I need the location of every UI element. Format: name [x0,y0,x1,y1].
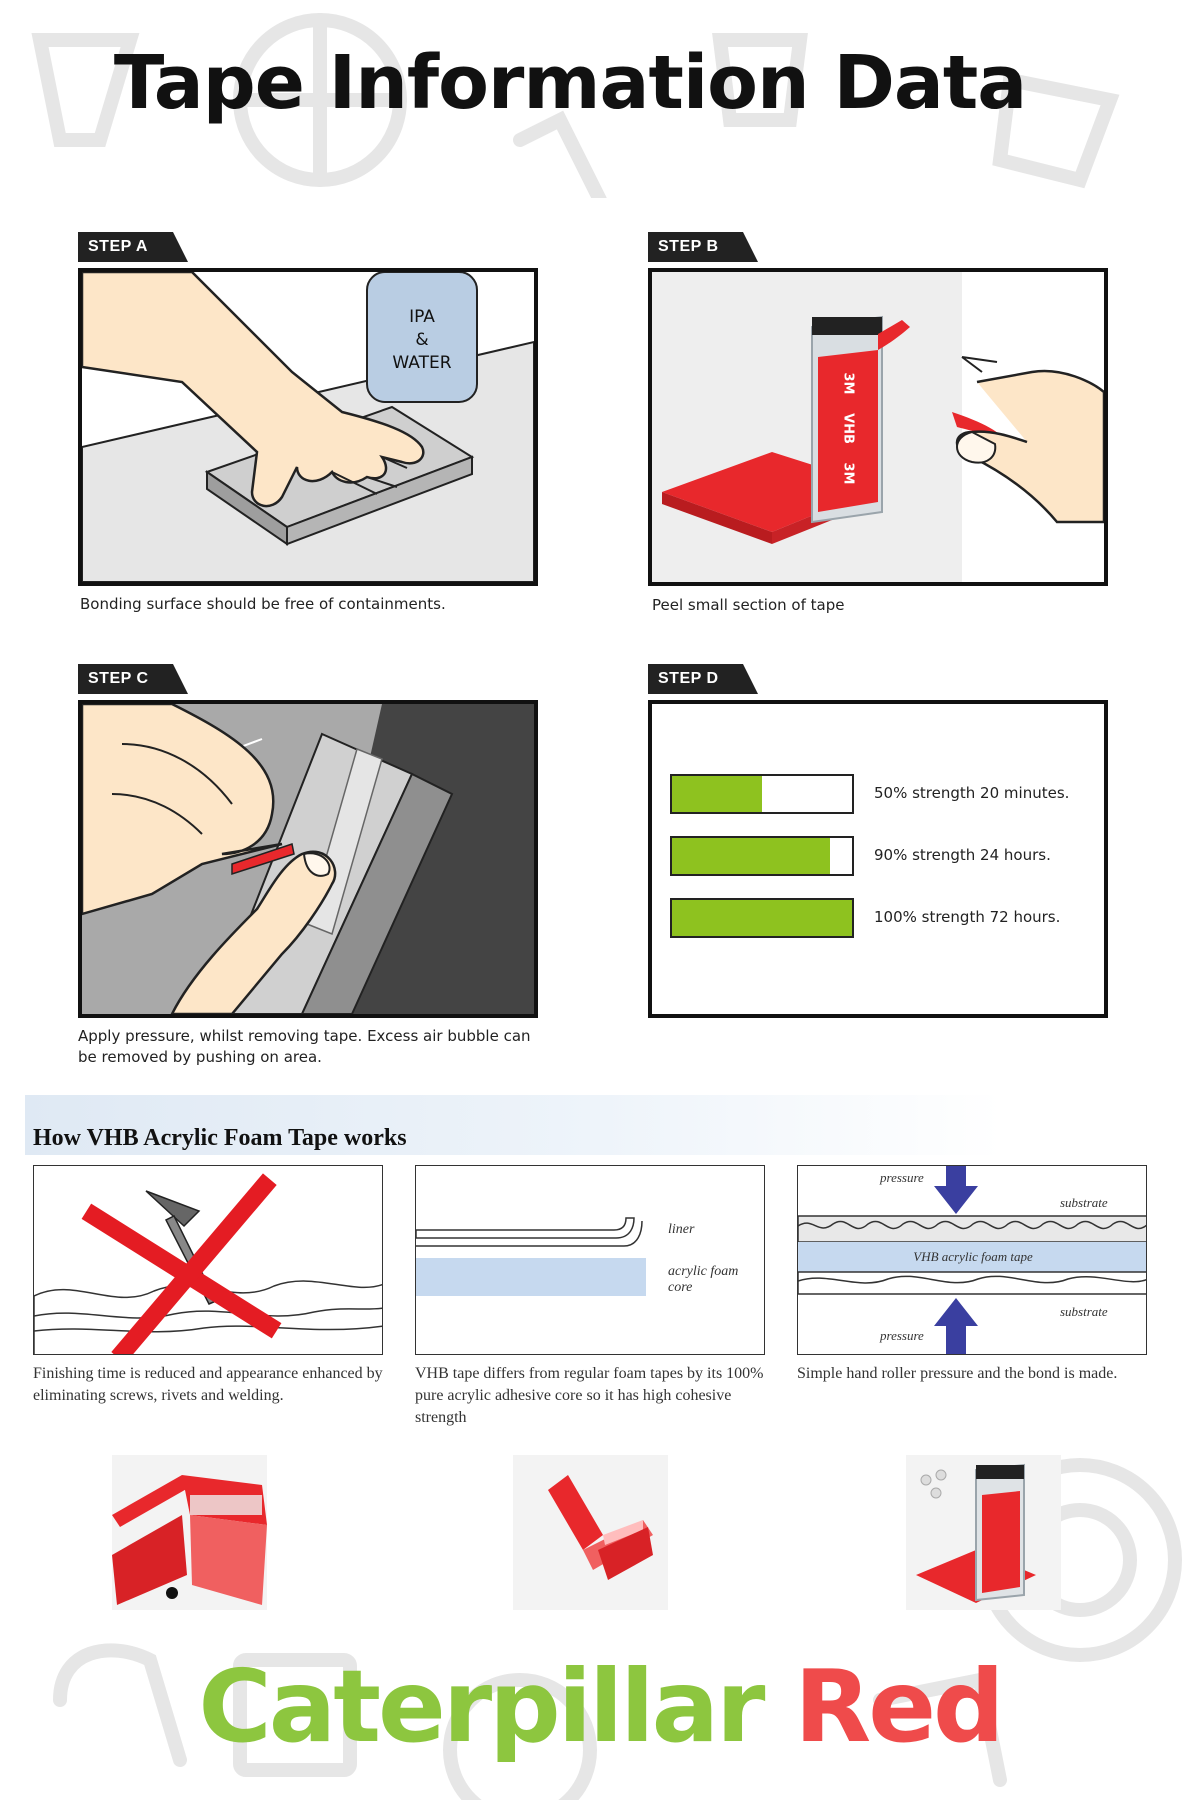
core-label-line-1: acrylic foam [668,1264,739,1279]
liner-label: liner [668,1222,695,1237]
pressure-top-label: pressure [880,1170,924,1185]
core-label-line-2: core [668,1280,693,1295]
step-a-illustration: IPA & WATER [78,268,538,586]
vhb-panel-no-screws [33,1165,383,1355]
step-d-tab [648,664,758,694]
strength-bar-fill-3 [672,900,852,936]
strength-text-2: 90% strength 24 hours. [874,846,1051,864]
substrate-top-label: substrate [1060,1195,1108,1210]
strength-bar-fill-2 [672,838,831,874]
tape-brand-text: 3M VHB 3M [818,372,878,512]
step-a-caption: Bonding surface should be free of contai… [80,595,446,613]
mounted-tape-photo [906,1455,1061,1610]
vhb-caption-1: Finishing time is reduced and appearance… [33,1365,383,1404]
strength-bar-2 [670,836,854,876]
peel-tape-illustration [652,272,1104,582]
strength-bar-3 [670,898,854,938]
vhb-caption-3: Simple hand roller pressure and the bond… [797,1365,1118,1382]
strength-text-1: 50% strength 20 minutes. [874,784,1070,802]
step-a-label: STEP A [88,238,148,255]
product-photo-2 [513,1455,668,1610]
tape-label: VHB acrylic foam tape [913,1249,1033,1264]
corner-bracket-photo [513,1455,668,1610]
brand-word-red: Red [794,1648,1004,1765]
step-c-caption: Apply pressure, whilst removing tape. Ex… [78,1027,531,1066]
tape-text-3: 3M [840,462,856,485]
product-photo-3 [906,1455,1061,1610]
strength-bar-1 [670,774,854,814]
step-b-caption: Peel small section of tape [652,596,845,614]
step-b-tab [648,232,758,262]
foam-core-illustration [416,1217,646,1296]
ipa-water-sign: IPA & WATER [367,306,477,375]
substrate-bottom-label: substrate [1060,1304,1108,1319]
strength-bar-fill-1 [672,776,762,812]
clean-surface-illustration [82,272,534,582]
brand-logo: Caterpillar Red [0,1648,1200,1765]
step-a-tab [78,232,188,262]
step-b-illustration: 3M VHB 3M [648,268,1108,586]
product-photo-1 [112,1455,267,1610]
step-c-tab [78,664,188,694]
sign-line-3: WATER [392,353,452,373]
sign-line-2: & [415,330,429,350]
step-b-label: STEP B [658,238,719,255]
tape-strip-photo [112,1455,267,1610]
step-d-strength-panel: 50% strength 20 minutes. 90% strength 24… [648,700,1108,1018]
vhb-caption-2: VHB tape differs from regular foam tapes… [415,1365,764,1426]
sign-line-1: IPA [409,307,435,327]
vhb-title: How VHB Acrylic Foam Tape works [33,1125,407,1151]
strength-text-3: 100% strength 72 hours. [874,908,1061,926]
page-title: Tape Information Data [113,40,1027,126]
step-c-label: STEP C [88,670,149,687]
vhb-panel-pressure: pressure substrate VHB acrylic foam tape… [797,1165,1147,1355]
vhb-section: How VHB Acrylic Foam Tape works Finishin… [25,1095,1175,1430]
no-screws-illustration [34,1173,382,1354]
brand-word-caterpillar: Caterpillar [198,1648,765,1765]
step-c-illustration [78,700,538,1018]
pressure-bottom-label: pressure [880,1328,924,1343]
pressure-bond-illustration [798,1166,1146,1354]
vhb-panel-core: liner acrylic foam core [415,1165,765,1355]
step-d-label: STEP D [658,670,719,687]
apply-pressure-illustration [82,704,534,1014]
